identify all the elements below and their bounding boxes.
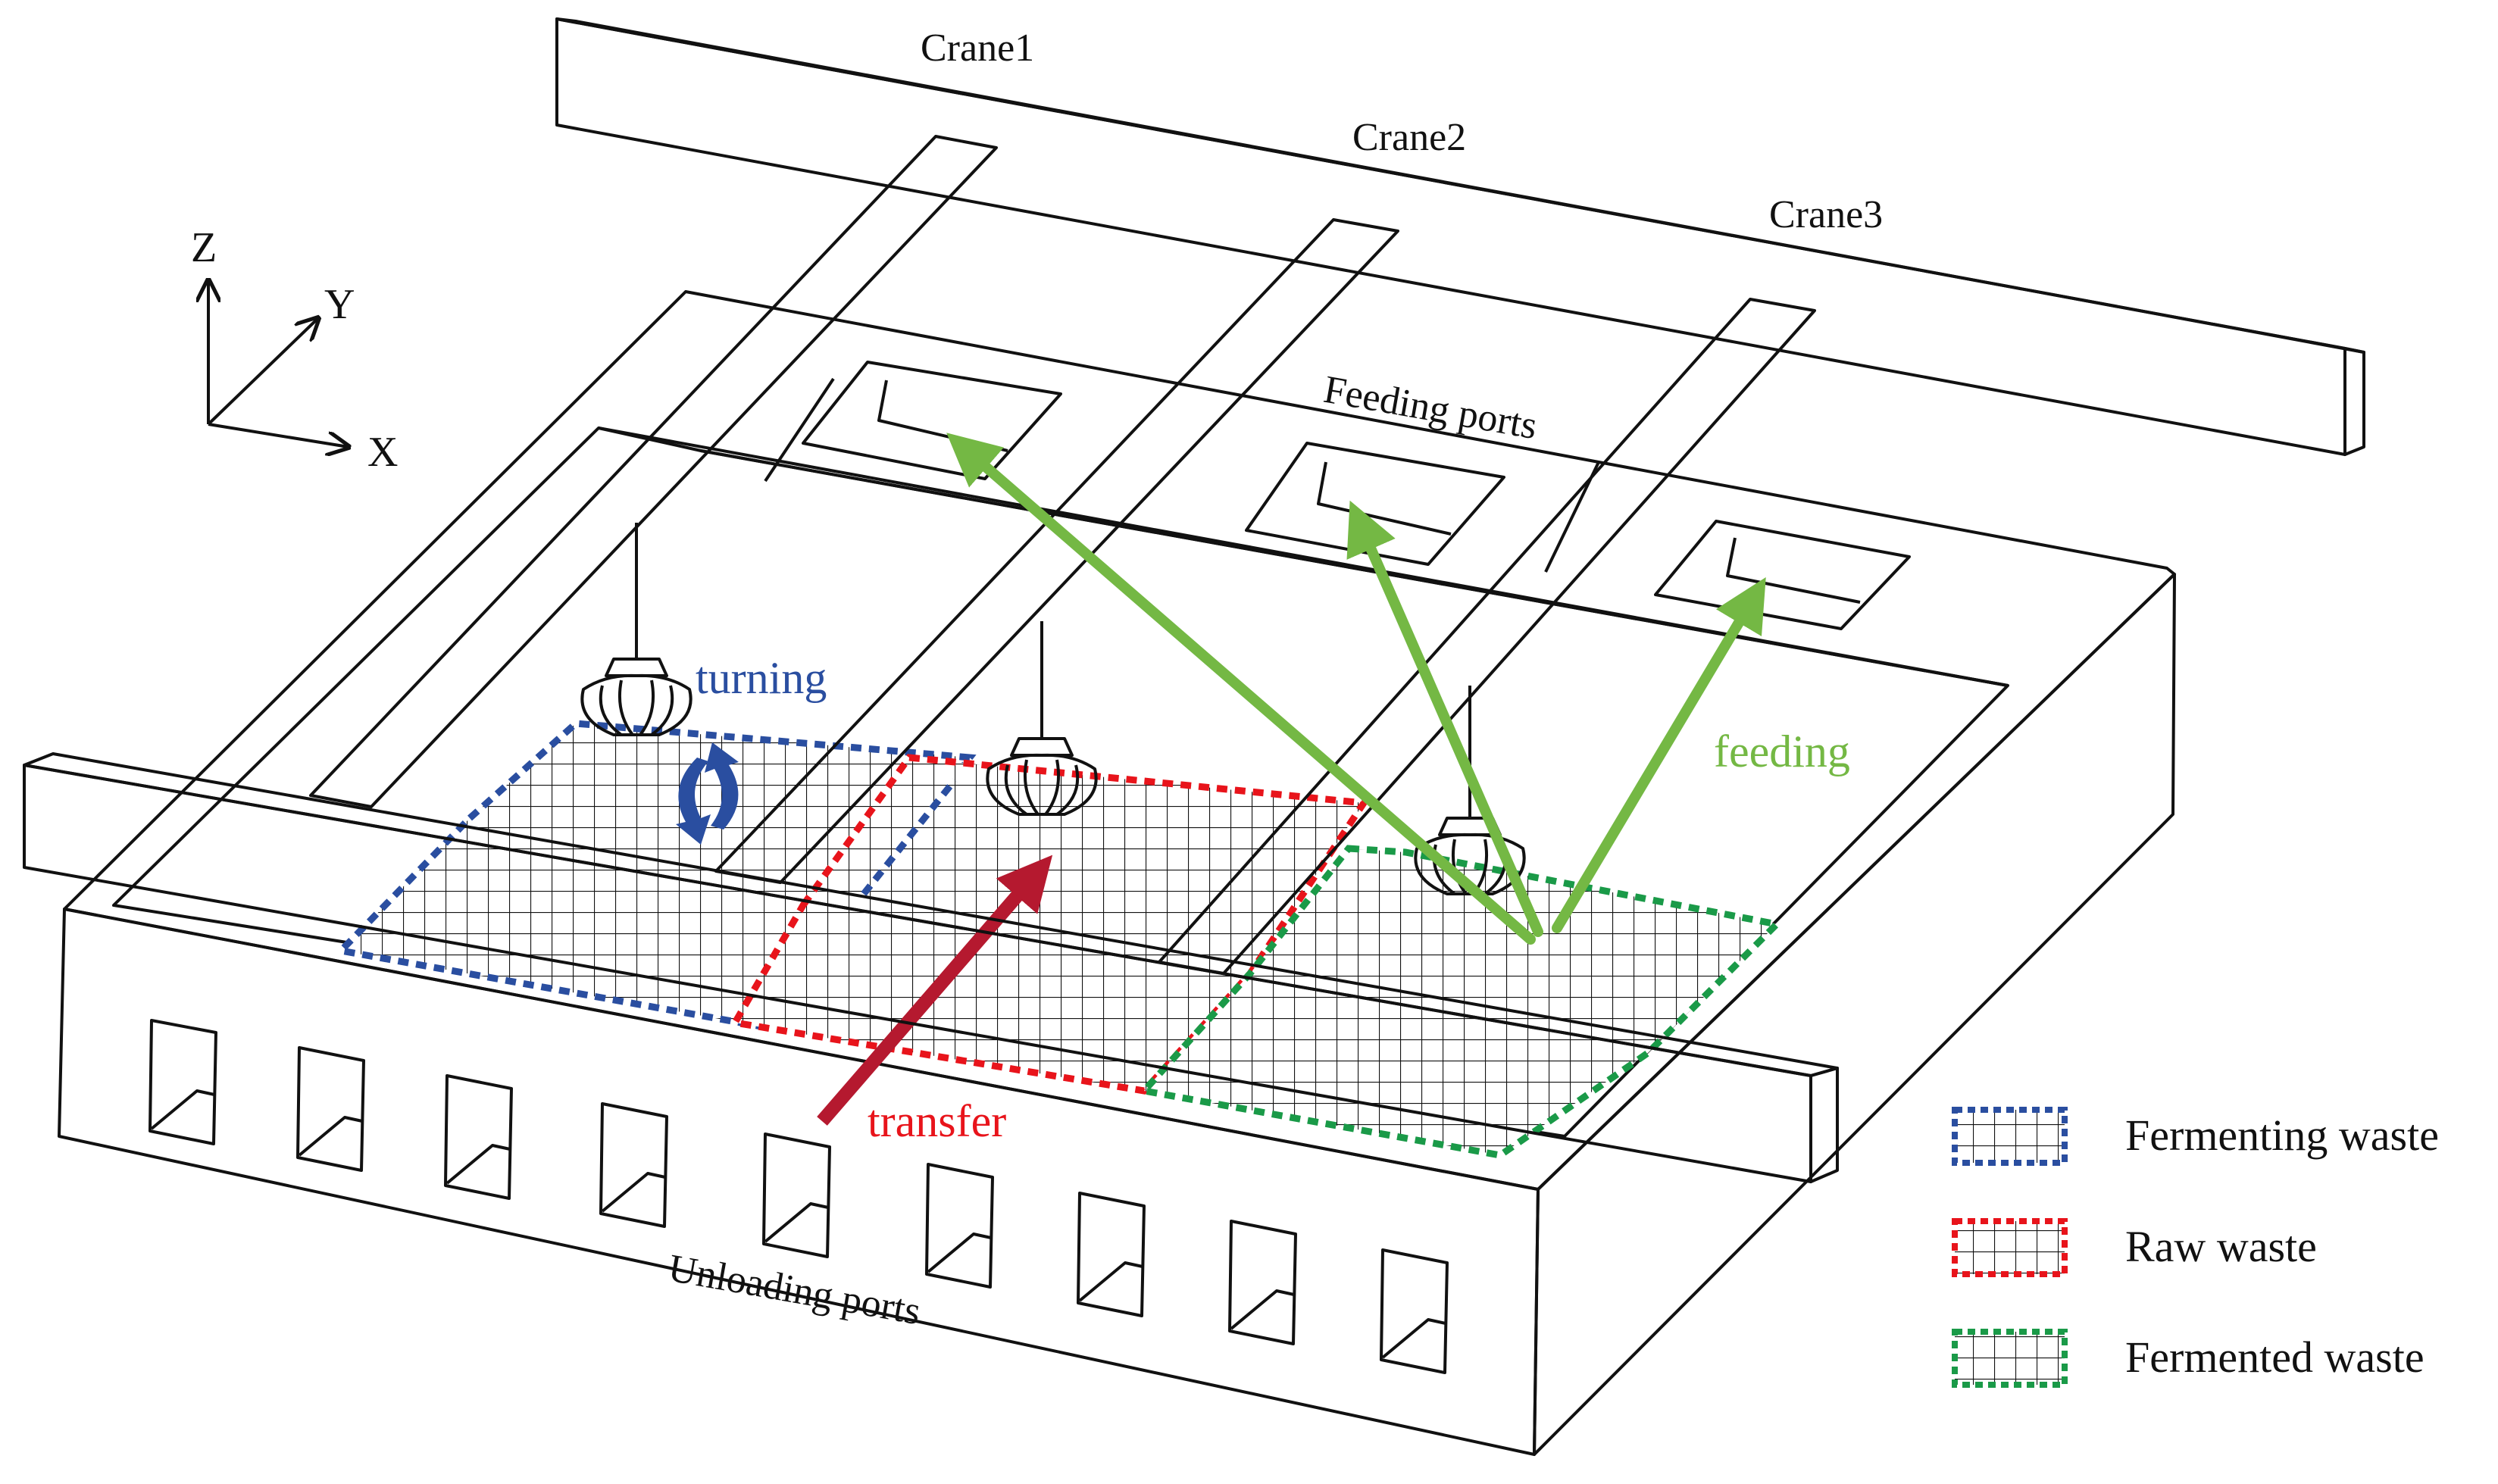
- legend-item-fermenting: Fermenting waste: [1952, 1107, 2439, 1166]
- feeding-label: feeding: [1714, 726, 1850, 776]
- transfer-label: transfer: [868, 1096, 1006, 1146]
- feeding-ports-label: Feeding ports: [1321, 368, 1540, 448]
- turning-arrow-left: [676, 758, 711, 845]
- legend-label: Fermented waste: [2125, 1332, 2425, 1382]
- axis-y-label: Y: [324, 281, 355, 328]
- unloading-ports: [149, 1019, 1449, 1374]
- feeding-arrow-2: [1346, 500, 1543, 937]
- turning-arrow-right: [705, 742, 739, 829]
- feeding-arrows: [946, 433, 1766, 945]
- unloading-port-3: [444, 1074, 513, 1200]
- legend-label: Fermenting waste: [2125, 1111, 2439, 1160]
- legend-label: Raw waste: [2125, 1222, 2317, 1271]
- axis-x-label: X: [367, 429, 398, 476]
- grab-bucket-2: [986, 737, 1098, 816]
- unloading-port-2: [296, 1046, 365, 1172]
- feeding-port-2: [1245, 442, 1505, 566]
- back-rail: [555, 17, 2365, 456]
- unloading-port-9: [1380, 1248, 1449, 1374]
- front-rail: [23, 752, 1839, 1183]
- crane1-label: Crane1: [921, 27, 1034, 70]
- crane3-label: Crane3: [1769, 193, 1883, 236]
- turning-arrows: [676, 742, 739, 845]
- transfer-arrow: [817, 854, 1053, 1126]
- legend: Fermenting waste Raw waste Fermented was…: [1952, 1107, 2439, 1388]
- crane2-label: Crane2: [1352, 116, 1466, 159]
- axis-z-label: Z: [191, 224, 217, 271]
- crane1-bridge: [309, 135, 998, 808]
- unloading-port-5: [762, 1133, 831, 1258]
- unloading-port-7: [1077, 1192, 1146, 1317]
- feeding-port-3: [1654, 520, 1911, 630]
- unloading-port-1: [149, 1019, 217, 1145]
- unloading-port-4: [599, 1102, 668, 1228]
- grab-bucket-1: [580, 658, 692, 736]
- feeding-floor-edge: [700, 449, 2009, 687]
- feeding-arrow-3: [1552, 576, 1766, 933]
- turning-label: turning: [696, 653, 827, 703]
- feeding-port-1: [802, 361, 1062, 480]
- legend-item-raw: Raw waste: [1952, 1218, 2317, 1277]
- fermenting-waste-boundary: [861, 778, 958, 896]
- hoist-ropes: [635, 523, 1471, 818]
- crane-rails: [23, 17, 2365, 1183]
- unloading-ports-label: Unloading ports: [665, 1247, 924, 1334]
- axis-indicator: Z Y X: [191, 224, 398, 476]
- unloading-port-8: [1228, 1220, 1297, 1345]
- unloading-port-6: [925, 1163, 994, 1289]
- legend-item-fermented: Fermented waste: [1952, 1329, 2425, 1388]
- feeding-arrow-1: [946, 433, 1536, 945]
- building-right-face: [1533, 573, 2176, 1456]
